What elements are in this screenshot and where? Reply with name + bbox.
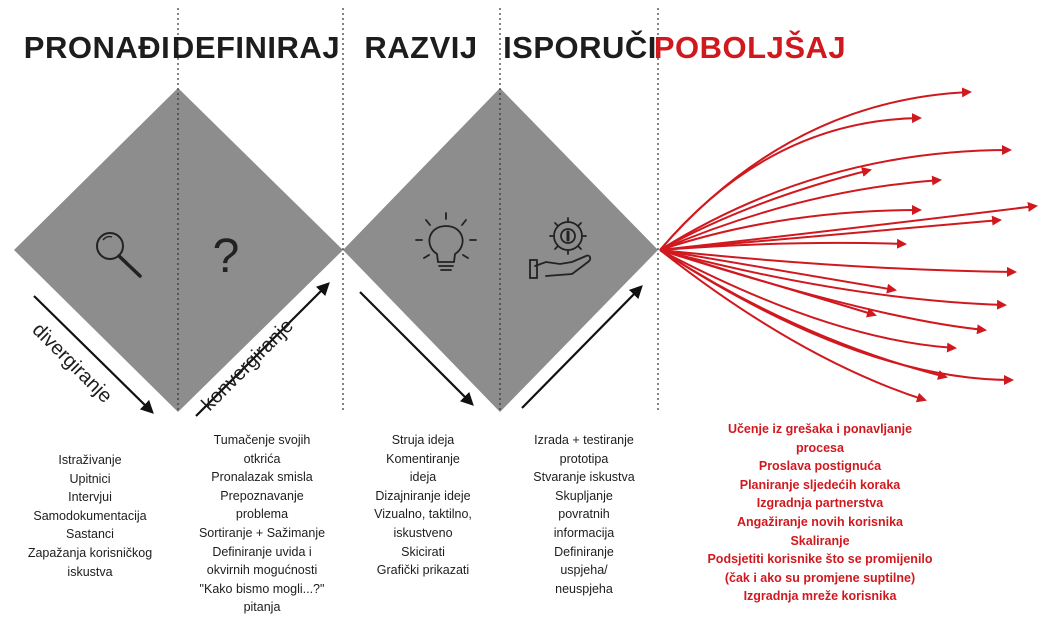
heading-develop: RAZVIJ (364, 30, 478, 65)
list-item: Sastanci (66, 527, 114, 542)
list-item: iskustva (67, 564, 113, 579)
red-arrow (659, 167, 872, 251)
red-arrow (659, 249, 1017, 277)
converge-arrow (195, 282, 330, 417)
red-arrow (659, 249, 897, 294)
lightbulb-icon (415, 212, 477, 271)
list-item: procesa (796, 440, 844, 455)
red-arrow (659, 249, 1007, 310)
converge-arrow (521, 285, 643, 409)
list-item: Podsjetiti korisnike što se promijenilo (707, 552, 933, 567)
list-item: pitanja (243, 600, 281, 615)
list-item: iskustveno (393, 525, 453, 540)
red-arrow (659, 215, 1002, 251)
list-item: (čak i ako su promjene suptilne) (724, 570, 916, 585)
list-item: povratnih (558, 507, 610, 522)
heading-find: PRONAĐI (23, 30, 171, 65)
list-item: Vizualno, taktilno, (374, 507, 472, 522)
list-item: Učenje iz grešaka i ponavljanje (727, 422, 913, 436)
list-item: "Kako bismo mogli...?" (199, 581, 325, 596)
red-arrow (659, 249, 1014, 385)
list-item: uspjeha/ (560, 563, 608, 578)
list-item: Tumačenje svojih (213, 433, 311, 447)
list-item: Struja ideja (391, 433, 455, 447)
red-arrow (659, 175, 942, 251)
list-item: Komentiranje (386, 451, 460, 466)
list-item: Upitnici (69, 471, 111, 486)
list-item: Intervjui (68, 490, 112, 505)
list-item: ideja (409, 470, 437, 485)
list-item: Zapažanja korisničkog (27, 545, 153, 560)
question-mark-icon: ? (213, 230, 240, 283)
red-arrow (659, 145, 1012, 251)
list-item: Dizajniranje ideje (375, 488, 471, 503)
diverge-arrow (359, 291, 474, 406)
list-item: informacija (553, 525, 615, 540)
heading-deliver: ISPORUČI (503, 30, 657, 65)
list-item: Angažiranje novih korisnika (736, 514, 903, 529)
red-arrow (659, 249, 948, 380)
list-item: Izrada + testiranje (534, 433, 634, 447)
diverge-arrow (33, 295, 154, 414)
red-arrow (659, 249, 957, 353)
red-arrow (659, 249, 927, 403)
list-item: okvirnih mogućnosti (206, 563, 318, 578)
list-item: Skicirati (401, 544, 445, 559)
list-item: Proslava postignuća (758, 459, 882, 474)
list-item: Pronalazak smisla (211, 470, 313, 485)
list-item: Skupljanje (555, 488, 613, 503)
list-item: Sortiranje + Sažimanje (198, 525, 326, 540)
red-arrow (659, 202, 1038, 251)
list-item: otkrića (243, 451, 281, 466)
red-arrow (659, 113, 922, 251)
list-item: Samodokumentacija (33, 508, 147, 523)
list-item: Planiranje sljedećih koraka (739, 477, 901, 492)
list-item: problema (235, 507, 289, 522)
list-item: Izgradnja partnerstva (756, 496, 884, 511)
heading-define: DEFINIRAJ (171, 30, 341, 65)
red-arrow (659, 249, 987, 335)
list-item: prototipa (559, 451, 609, 466)
list-item: Definiranje (554, 544, 614, 559)
heading-improve: POBOLJŠAJ (653, 30, 847, 65)
improvement-arrows (659, 87, 1038, 403)
hand-gear-icon (529, 217, 592, 279)
list-item: Grafički prikazati (376, 563, 470, 578)
list-item: Stvaranje iskustva (533, 470, 635, 485)
list-item: Istraživanje (58, 453, 122, 467)
list-item: neuspjeha (555, 581, 613, 596)
magnifier-icon (96, 232, 142, 278)
red-arrow (659, 205, 922, 251)
list-item: Skaliranje (790, 533, 850, 548)
list-item: Prepoznavanje (220, 488, 304, 503)
list-item: Definiranje uvida i (212, 544, 312, 559)
list-item: Izgradnja mreže korisnika (743, 589, 897, 604)
